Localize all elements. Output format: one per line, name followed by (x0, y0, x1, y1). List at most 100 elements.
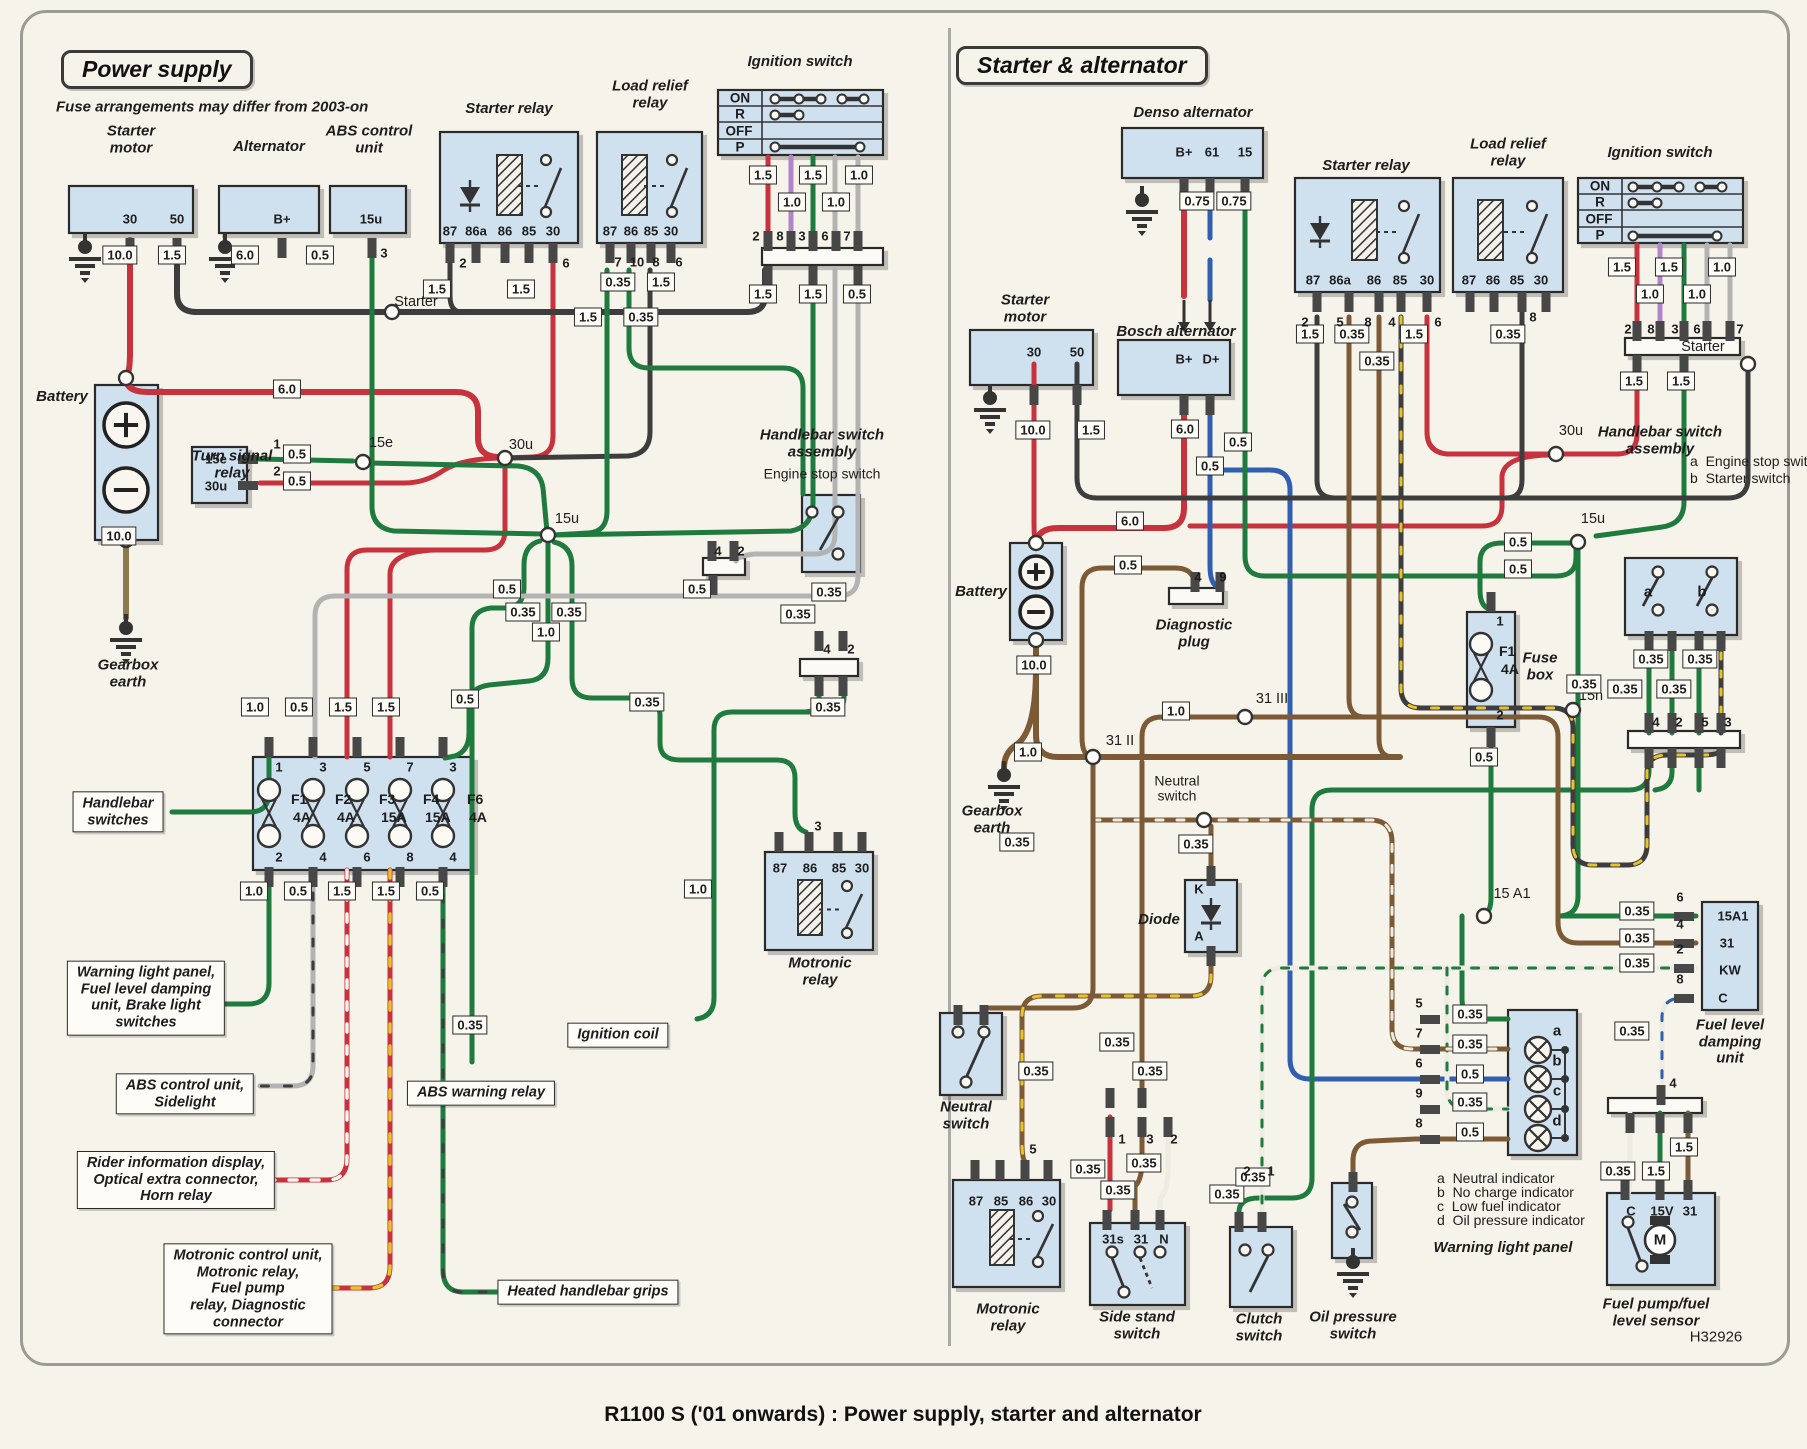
pin-stub (395, 867, 405, 887)
pin-stub (352, 867, 362, 887)
pin-stub (1679, 355, 1689, 375)
label-g-56: 0.5 (450, 689, 480, 709)
label-g-181: 0.35 (1490, 324, 1526, 344)
label-f-124: F6 (467, 791, 484, 807)
switch-icon (951, 1025, 991, 1089)
pin-stub (1206, 946, 1216, 966)
wire-grn-16 (551, 267, 610, 538)
label-p-281: 31s (1102, 1231, 1124, 1247)
label-g-180: 1.5 (1399, 324, 1429, 344)
wire-grn-17 (626, 267, 806, 497)
label-p-273: 87 (968, 1193, 984, 1209)
pin-stub (1215, 572, 1225, 592)
label-c-12: Gearbox earth (97, 656, 159, 690)
wire-brn-70 (987, 759, 1096, 1011)
label-p-91: 6 (821, 228, 829, 244)
wire-brn-81 (1346, 314, 1368, 720)
label-p-75: 86 (497, 223, 513, 239)
label-p-95: 1 (273, 436, 281, 452)
wire-node (354, 453, 372, 471)
label-f-121: 15A (381, 809, 407, 825)
pin-stub (1344, 292, 1354, 312)
label-o-22: 15e (368, 435, 394, 451)
label-g-165: 0.75 (1179, 191, 1215, 211)
label-g-210: 0.35 (1132, 1061, 1168, 1081)
label-p-229: 85 (1392, 272, 1408, 288)
wire-wht-93 (1659, 995, 1695, 1099)
pin-stub (1486, 727, 1496, 747)
wire-node (1195, 811, 1213, 829)
pin-stub (838, 676, 848, 696)
component-box-31 (1700, 900, 1760, 1012)
label-g-218: 1.5 (1669, 1137, 1699, 1157)
label-g-43: 6.0 (272, 379, 302, 399)
relay-switch-icon (819, 879, 864, 940)
pin-stub (264, 867, 274, 887)
pin-stub (438, 867, 448, 887)
label-f-117: 4A (293, 809, 311, 825)
label-g-38: 1.0 (821, 192, 851, 212)
wire-grn-14 (369, 239, 545, 537)
label-p-226: 87 (1305, 272, 1321, 288)
earth-ground-icon (1337, 1248, 1369, 1298)
label-p-264: 6 (1415, 1055, 1423, 1071)
wire-brn-68 (1139, 714, 1699, 946)
pin-stub (1163, 1117, 1173, 1137)
label-g-55: 1.5 (371, 697, 401, 717)
switch-icon (1621, 1215, 1649, 1273)
label-c-131: Starter motor (1000, 291, 1050, 325)
label-p-69: 50 (169, 211, 185, 227)
label-g-209: 0.35 (1099, 1032, 1135, 1052)
label-c-130: Denso alternator (1133, 103, 1253, 121)
pin-stub (1716, 713, 1726, 733)
component-box-7 (190, 445, 249, 505)
label-p-254: 6 (1676, 889, 1684, 905)
pin-stub (1205, 395, 1215, 415)
label-p-89: 8 (776, 228, 784, 244)
label-c-134: Load relief relay (1470, 135, 1546, 169)
label-m-269: c (1552, 1082, 1562, 1100)
wire-brn-77 (1350, 1136, 1511, 1186)
pin-stub (1312, 292, 1322, 312)
label-p-291: A (1194, 928, 1204, 944)
lamp-dot (1561, 1075, 1569, 1083)
label-d-16: Rider information display, Optical extra… (76, 1150, 276, 1210)
label-g-65: 0.35 (810, 697, 846, 717)
label-m-270: d (1552, 1112, 1562, 1130)
relay-switch-icon (518, 153, 563, 219)
component-box-29 (1330, 1181, 1374, 1260)
pin-stub (445, 243, 455, 263)
pin-stub (1179, 395, 1189, 415)
pin-stub (1667, 631, 1677, 651)
label-g-205: 0.5 (1455, 1064, 1485, 1084)
pin-stub (808, 231, 818, 251)
fuse-icon (1468, 631, 1494, 703)
label-p-70: B+ (273, 211, 291, 227)
label-p-232: 5 (1336, 314, 1344, 330)
label-c-149: Fuel level damping unit (1695, 1016, 1765, 1067)
wire-grn-20 (366, 460, 550, 535)
switch-icon (1105, 1245, 1147, 1299)
pin-stub (1674, 994, 1694, 1003)
label-g-166: 0.75 (1216, 191, 1252, 211)
label-g-217: 1.5 (1641, 1161, 1671, 1181)
wire-blu-50 (1207, 467, 1511, 1082)
label-g-25: 10.0 (102, 245, 138, 265)
label-r-296: R (1595, 194, 1605, 210)
pin-stub (1043, 1160, 1053, 1180)
label-r-126: ON (729, 90, 751, 106)
wire-blk-80 (1503, 293, 1525, 501)
component-box-18 (1451, 176, 1565, 294)
wire-node (1084, 748, 1102, 766)
left-panel-title: Power supply (61, 50, 253, 89)
pin-stub (853, 231, 863, 251)
label-g-50: 1.0 (531, 622, 561, 642)
label-g-34: 0.35 (623, 307, 659, 327)
label-p-221: 15 (1237, 144, 1253, 160)
label-g-49: 0.35 (505, 602, 541, 622)
label-p-68: 30 (122, 211, 138, 227)
label-p-288: 31 (1682, 1203, 1698, 1219)
label-o-157: 30u (1558, 423, 1584, 439)
label-p-107: 8 (406, 849, 414, 865)
label-g-48: 0.5 (682, 579, 712, 599)
